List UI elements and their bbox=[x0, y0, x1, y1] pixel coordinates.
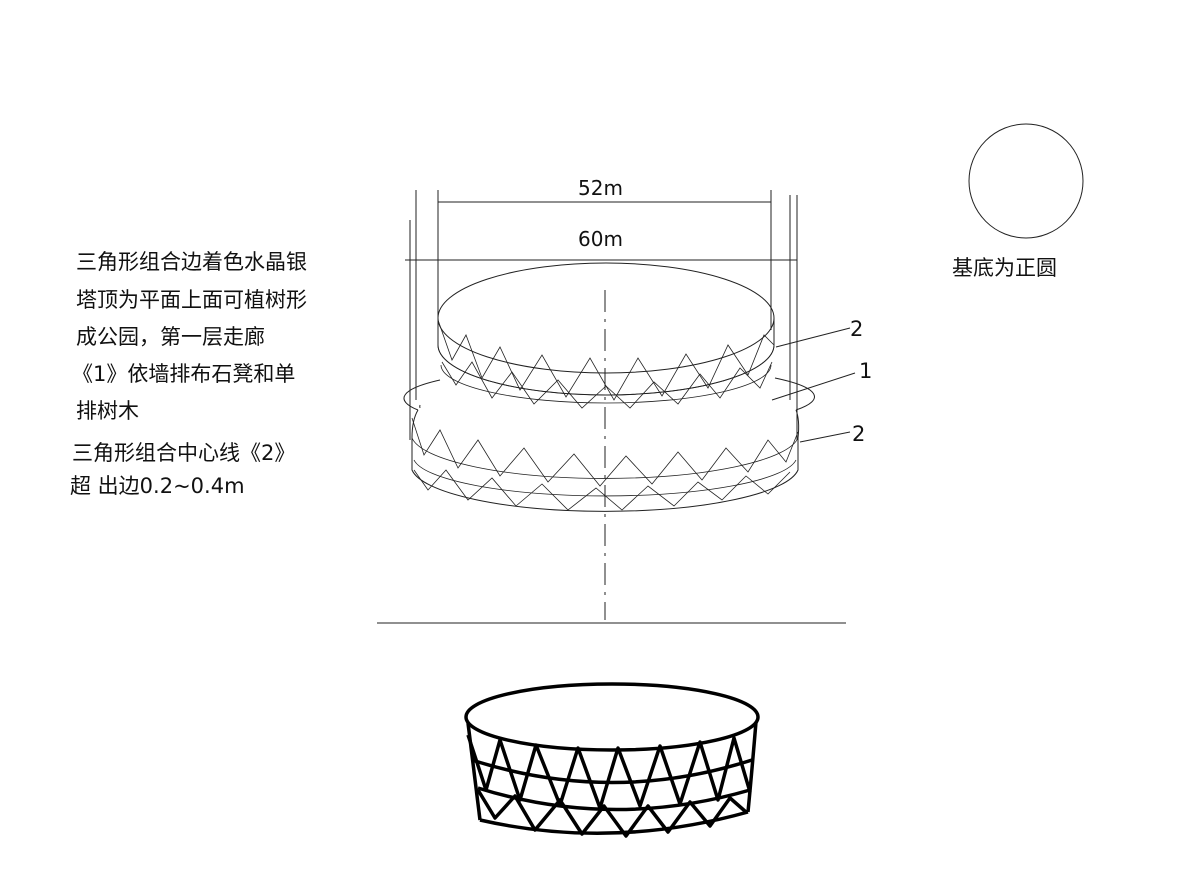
dimension-label-60m: 60m bbox=[578, 227, 623, 251]
callout-upper-edge: 2 bbox=[850, 317, 864, 341]
callout-lower-edge: 2 bbox=[852, 422, 866, 446]
upper-triangle-pattern bbox=[437, 319, 775, 409]
leader-line-lower bbox=[799, 431, 851, 443]
note-line-2: 塔顶为平面上面可植树形 bbox=[76, 288, 307, 312]
note-line-4: 《1》依墙排布石凳和单 bbox=[72, 362, 296, 386]
sketch-drum bbox=[464, 682, 760, 838]
lower-triangle-pattern bbox=[411, 417, 799, 511]
base-circle bbox=[968, 123, 1084, 239]
lower-tier bbox=[403, 377, 815, 512]
leader-line-upper bbox=[775, 327, 851, 348]
leader-line-corridor bbox=[771, 372, 856, 401]
note-line-1: 三角形组合边着色水晶银 bbox=[76, 250, 307, 274]
callout-corridor: 1 bbox=[859, 359, 873, 383]
note-line-5: 排树木 bbox=[76, 399, 139, 423]
dimension-label-52m: 52m bbox=[578, 176, 623, 200]
base-note: 基底为正圆 bbox=[952, 256, 1057, 280]
note-line-7: 超 出边0.2~0.4m bbox=[70, 474, 245, 498]
upper-tier bbox=[437, 262, 775, 404]
note-line-3: 成公园，第一层走廊 bbox=[76, 325, 265, 349]
note-line-6: 三角形组合中心线《2》 bbox=[72, 441, 296, 465]
